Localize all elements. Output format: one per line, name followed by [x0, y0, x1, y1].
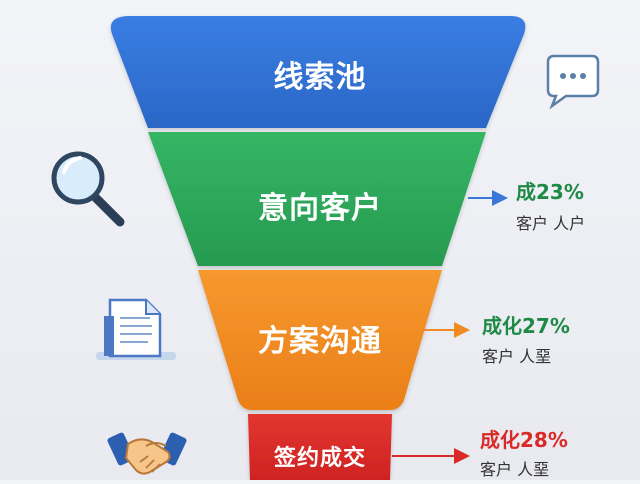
funnel-stage-4 — [248, 414, 392, 480]
metric-subtitle-2: 客户 人堊 — [482, 347, 552, 366]
handshake-icon — [107, 432, 187, 475]
stage-label-3: 方案沟通 — [258, 324, 382, 359]
metric-title-1: 成23% — [516, 180, 584, 204]
magnifier-icon — [51, 151, 125, 227]
metric-subtitle-3: 客户 人堊 — [480, 460, 550, 479]
speech-bubble-icon — [546, 54, 600, 110]
stage-label-2: 意向客户 — [258, 191, 382, 226]
metric-subtitle-1: 客户 人户 — [516, 214, 586, 233]
document-icon — [96, 298, 176, 360]
funnel-stage-2 — [148, 132, 486, 266]
stage-label-4: 签约成交 — [273, 446, 366, 471]
metric-title-2: 成化27% — [482, 314, 570, 338]
funnel-stage-3 — [198, 270, 442, 410]
stage-label-1: 线索池 — [273, 60, 367, 95]
funnel-stage-1 — [110, 16, 526, 128]
metric-title-3: 成化28% — [480, 428, 568, 452]
